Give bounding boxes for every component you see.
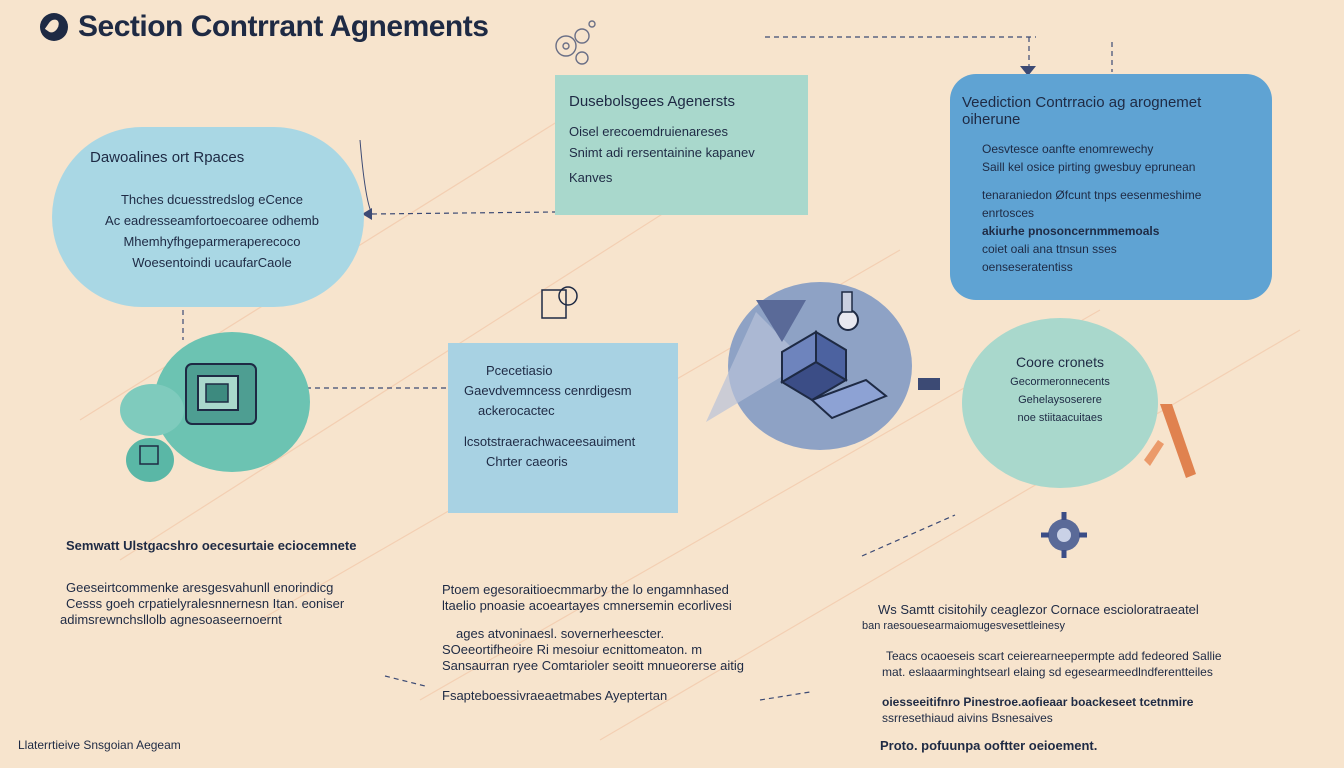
section-subline: ban raesouesearmaiomugesvesettleinesy xyxy=(862,620,1066,632)
process-notes-section: Ptoem egesoraitioecmmarby the lo engamnh… xyxy=(442,582,744,704)
panel-line: Gecormeronnecents xyxy=(1010,376,1110,388)
section-line: oiesseeitifnro Pinestroe.aofieaar boacke… xyxy=(882,695,1194,709)
panel-line: Snimt adi rersentainine kapanev xyxy=(569,145,755,160)
section-line: ltaelio pnoasie acoeartayes cmnersemin e… xyxy=(442,598,732,613)
summary-section: Semwatt Ulstgacshro oecesurtaie eciocemn… xyxy=(60,538,357,628)
header: Section Contrrant Agnements xyxy=(40,10,489,44)
section-line: SOeeortifheoire Ri mesoiur ecnittomeaton… xyxy=(442,642,703,657)
section-line: Sansaurran ryee Comtarioler seoitt mnueo… xyxy=(442,658,745,673)
page-title: Section Contrrant Agnements xyxy=(78,10,489,43)
gear-cluster-icon xyxy=(555,20,596,65)
panel-line: Gehelaysoserere xyxy=(1018,394,1102,406)
section-line: mat. eslaaarminghtsearl elaing sd egesea… xyxy=(882,665,1213,679)
panel-line: enrtosces xyxy=(982,206,1035,220)
section-line: Cesss goeh crpatielyralesnnernesn Itan. … xyxy=(66,596,345,611)
section-line: Teacs ocaoeseis scart ceierearneepermpte… xyxy=(886,649,1222,663)
panel-line: Mhemhyfhgeparmeraperecoco xyxy=(123,234,301,249)
panel-line: coiet oali ana ttnsun sses xyxy=(982,242,1117,256)
panel-line: lcsotstraerachwaceesauiment xyxy=(464,434,636,449)
section-line: adimsrewnchsllolb agnesoaseernoernt xyxy=(60,612,282,627)
panel-subheading: oiherune xyxy=(962,111,1021,128)
gear-icon xyxy=(1041,512,1087,558)
core-controls-panel: Coore cronets Gecormeronnecents Gehelays… xyxy=(962,318,1158,488)
process-overview-panel: Dawoalines ort Rpaces Thches dcuesstreds… xyxy=(52,127,364,307)
orange-tool-icon xyxy=(1144,404,1196,478)
panel-heading: Dusebolsgees Agenersts xyxy=(569,93,735,110)
device-icon xyxy=(120,332,310,482)
conclusion-section: Ws Samtt cisitohily ceaglezor Cornace es… xyxy=(862,602,1222,754)
panel-line: noe stiitaacuitaes xyxy=(1017,412,1103,424)
panel-line: Saill kel osice pirting gwesbuy eprunean xyxy=(982,160,1196,174)
panel-line: Kanves xyxy=(569,170,613,185)
section-line: ssrresethiaud aivins Bsnesaives xyxy=(882,711,1053,725)
panel-heading: Coore cronets xyxy=(1016,354,1104,370)
panel-line: Oisel erecoemdruienareses xyxy=(569,124,728,139)
screen-blob-icon xyxy=(541,286,578,319)
section-heading: Semwatt Ulstgacshro oecesurtaie eciocemn… xyxy=(66,538,357,553)
panel-line: Thches dcuesstredslog eCence xyxy=(120,192,304,207)
panel-line: Woesentoindi ucaufarCaole xyxy=(132,255,292,270)
footer-caption: Llaterrtieive Snsgoian Aegeam xyxy=(18,738,181,752)
section-line: ages atvoninaesl. sovernerheescter. xyxy=(456,626,665,641)
panel-line: Pcecetiasio xyxy=(486,363,553,378)
isometric-structure-icon xyxy=(706,282,912,450)
section-heading: Ptoem egesoraitioecmmarby the lo engamnh… xyxy=(442,582,729,597)
panel-heading: Veediction Contrracio ag arognemet oiher… xyxy=(962,94,1258,128)
section-line: Fsapteboessivraeaetmabes Ayeptertan xyxy=(442,688,668,703)
panel-line: oenseseratentiss xyxy=(982,260,1073,274)
panel-line: Ac eadresseamfortoecoaree odhemb xyxy=(105,213,319,228)
panel-heading-text: Veediction Contrracio ag arognemet xyxy=(962,94,1202,111)
panel-line: akiurhe pnosoncernmmemoals xyxy=(982,224,1160,238)
agreements-panel: Dusebolsgees Agenersts Oisel erecoemdrui… xyxy=(555,75,808,215)
panel-line: Oesvtesce oanfte enomrewechy xyxy=(982,142,1154,156)
process-detail-panel: Pcecetiasio Gaevdvemncess cenrdigesm ack… xyxy=(448,343,678,513)
section-footer: Proto. pofuunpa ooftter oeioement. xyxy=(880,738,1098,753)
section-line: Geeseirtcommenke aresgesvahunll enorindi… xyxy=(66,580,334,595)
logo-icon xyxy=(40,13,68,41)
panel-line: ackerocactec xyxy=(478,403,555,418)
panel-heading: Dawoalines ort Rpaces xyxy=(90,149,245,166)
panel-line: Gaevdvemncess cenrdigesm xyxy=(464,383,632,398)
section-heading: Ws Samtt cisitohily ceaglezor Cornace es… xyxy=(878,602,1199,617)
panel-line: tenaraniedon Øfcunt tnps eesenmeshime xyxy=(982,188,1202,202)
verification-panel: Veediction Contrracio ag arognemet oiher… xyxy=(950,74,1272,300)
panel-line: Chrter caeoris xyxy=(486,454,568,469)
